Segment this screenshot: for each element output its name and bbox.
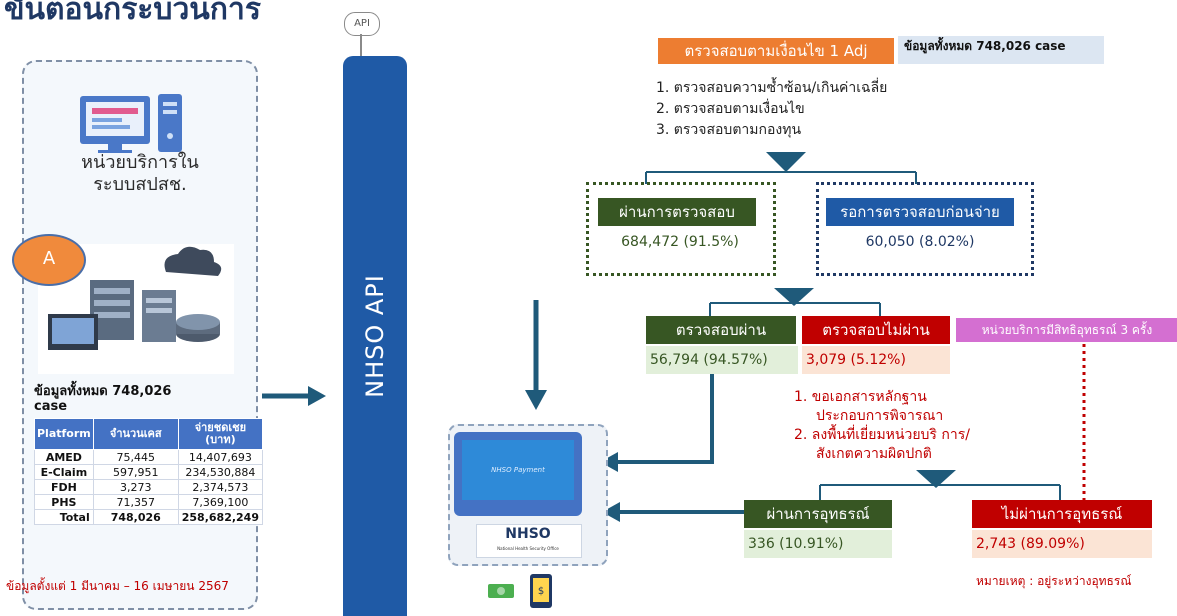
passed-value: 684,472 (91.5%) bbox=[621, 234, 739, 250]
table-cell: AMED bbox=[34, 449, 94, 465]
appeal-pass-label: ผ่านการอุทธรณ์ bbox=[744, 500, 892, 528]
col-platform: Platform bbox=[34, 418, 94, 450]
table-cell: FDH bbox=[34, 479, 94, 495]
col-cases: จำนวนเคส bbox=[92, 418, 179, 450]
nhso-api-label: NHSO API bbox=[361, 274, 390, 398]
total-data-label: ข้อมูลทั้งหมด 748,026 case bbox=[904, 39, 1066, 53]
table-cell: E-Claim bbox=[34, 464, 94, 480]
table-cell: 14,407,693 bbox=[177, 449, 264, 465]
check-condition-header: ตรวจสอบตามเงื่อนไข 1 Adj bbox=[658, 38, 894, 64]
money-phone-icon: $ bbox=[488, 574, 552, 608]
appeal-fail-label: ไม่ผ่านการอุทธรณ์ bbox=[972, 500, 1152, 528]
nhso-api-bar bbox=[343, 56, 407, 616]
fail-step-1: 1. ขอเอกสารหลักฐาน bbox=[794, 389, 927, 405]
check-step-2: 2. ตรวจสอบตามเงื่อนไข bbox=[656, 101, 805, 117]
payment-screen: NHSO Payment bbox=[462, 440, 574, 500]
check-step-1: 1. ตรวจสอบความซ้ำซ้อน/เกินค่าเฉลี่ย bbox=[656, 80, 888, 96]
api-connector bbox=[360, 34, 362, 56]
service-unit-label: หน่วยบริการใน ระบบสปสช. bbox=[24, 152, 256, 196]
appeal-fail-value: 2,743 (89.09%) bbox=[972, 530, 1152, 558]
passed-box bbox=[586, 182, 776, 276]
check-fail-label: ตรวจสอบไม่ผ่าน bbox=[802, 316, 950, 344]
col-compensation: จ่ายชดเชย (บาท) bbox=[177, 418, 264, 450]
table-row: E-Claim 597,951 234,530,884 bbox=[34, 464, 264, 480]
platform-table: Platform จำนวนเคส จ่ายชดเชย (บาท) AMED 7… bbox=[34, 418, 264, 525]
pending-value: 60,050 (8.02%) bbox=[865, 234, 975, 250]
table-cell: Total bbox=[34, 509, 94, 525]
computer-icon bbox=[80, 94, 182, 153]
check-steps: 1. ตรวจสอบความซ้ำซ้อน/เกินค่าเฉลี่ย 2. ต… bbox=[656, 78, 887, 141]
service-unit-label-line1: หน่วยบริการใน bbox=[81, 152, 199, 173]
table-cell: 234,530,884 bbox=[177, 464, 264, 480]
date-range-note: ข้อมูลตั้งแต่ 1 มีนาคม – 16 เมษายน 2567 bbox=[6, 579, 229, 593]
fail-step-1-cont: ประกอบการพิจารณา bbox=[816, 408, 944, 424]
check-pass-label: ตรวจสอบผ่าน bbox=[646, 316, 796, 344]
appeal-pass-value: 336 (10.91%) bbox=[744, 530, 892, 558]
total-cases-label: ข้อมูลทั้งหมด 748,026 case bbox=[34, 384, 172, 414]
appeal-right-label: หน่วยบริการมีสิทธิอุทธรณ์ 3 ครั้ง bbox=[956, 318, 1177, 342]
table-total-row: Total 748,026 258,682,249 bbox=[34, 509, 264, 525]
fail-step-2-cont: สังเกตความผิดปกติ bbox=[816, 446, 932, 462]
check-step-3: 3. ตรวจสอบตามกองทุน bbox=[656, 122, 802, 138]
table-cell: 258,682,249 bbox=[177, 509, 264, 525]
table-cell: 75,445 bbox=[92, 449, 179, 465]
check-pass-value: 56,794 (94.57%) bbox=[646, 346, 798, 374]
nhso-logo bbox=[476, 524, 582, 558]
check-fail-value: 3,079 (5.12%) bbox=[802, 346, 950, 374]
table-cell: 2,374,573 bbox=[177, 479, 264, 495]
nhso-api-label-wrap: NHSO API bbox=[343, 56, 407, 616]
passed-label: ผ่านการตรวจสอบ bbox=[598, 198, 756, 226]
pending-label: รอการตรวจสอบก่อนจ่าย bbox=[826, 198, 1014, 226]
table-row: AMED 75,445 14,407,693 bbox=[34, 449, 264, 465]
table-header-row: Platform จำนวนเคส จ่ายชดเชย (บาท) bbox=[34, 418, 264, 450]
badge-a: A bbox=[12, 234, 86, 286]
table-row: PHS 71,357 7,369,100 bbox=[34, 494, 264, 510]
fail-step-2: 2. ลงพื้นที่เยี่ยมหน่วยบริ การ/ bbox=[794, 427, 970, 443]
nhso-logo-text: NHSO bbox=[505, 526, 551, 542]
table-cell: 748,026 bbox=[92, 509, 179, 525]
page-title: ขั้นตอนกระบวนการ bbox=[4, 0, 261, 27]
fail-steps: 1. ขอเอกสารหลักฐาน ประกอบการพิจารณา 2. ล… bbox=[794, 388, 970, 464]
api-cloud-icon: API bbox=[344, 12, 380, 36]
svg-text:$: $ bbox=[538, 586, 544, 597]
service-unit-label-line2: ระบบสปสช. bbox=[93, 174, 187, 195]
remark-note: หมายเหตุ : อยู่ระหว่างอุทธรณ์ bbox=[976, 574, 1132, 588]
pending-box bbox=[816, 182, 1034, 276]
table-cell: 597,951 bbox=[92, 464, 179, 480]
total-data-box bbox=[898, 36, 1104, 64]
nhso-logo-subtitle: National Health Security Office bbox=[497, 546, 559, 551]
